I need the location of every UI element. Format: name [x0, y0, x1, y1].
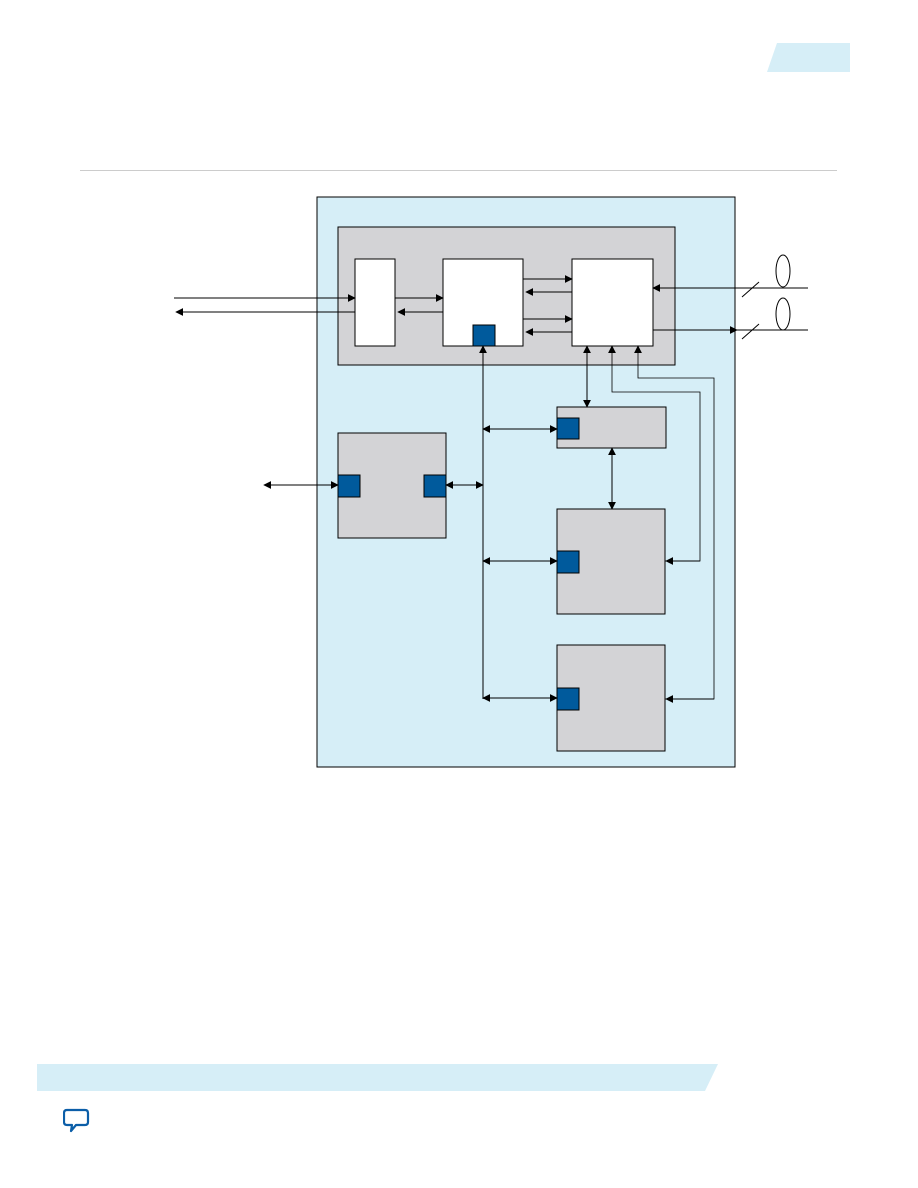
middle-gray-block-port [556, 550, 580, 574]
left-block-port-left [337, 474, 361, 498]
bus-ellipse-top [775, 254, 791, 288]
input-block-narrow [354, 258, 396, 347]
bus-ellipse-bottom [775, 297, 791, 331]
footer-band-shape [37, 1064, 718, 1091]
speech-bubble-icon[interactable] [63, 1107, 91, 1135]
middle-block-port [472, 324, 496, 347]
right-block [571, 258, 654, 347]
left-block-port-right [423, 474, 447, 498]
bus-slash-top [741, 281, 760, 298]
bottom-gray-block-port [556, 687, 580, 711]
block-diagram [174, 196, 808, 768]
bus-slash-bottom [741, 323, 760, 340]
header-tab-shape [767, 43, 850, 72]
header-tab [767, 43, 850, 72]
small-gray-block-port [556, 417, 580, 440]
footer-band [37, 1064, 718, 1091]
header-rule [80, 170, 837, 171]
